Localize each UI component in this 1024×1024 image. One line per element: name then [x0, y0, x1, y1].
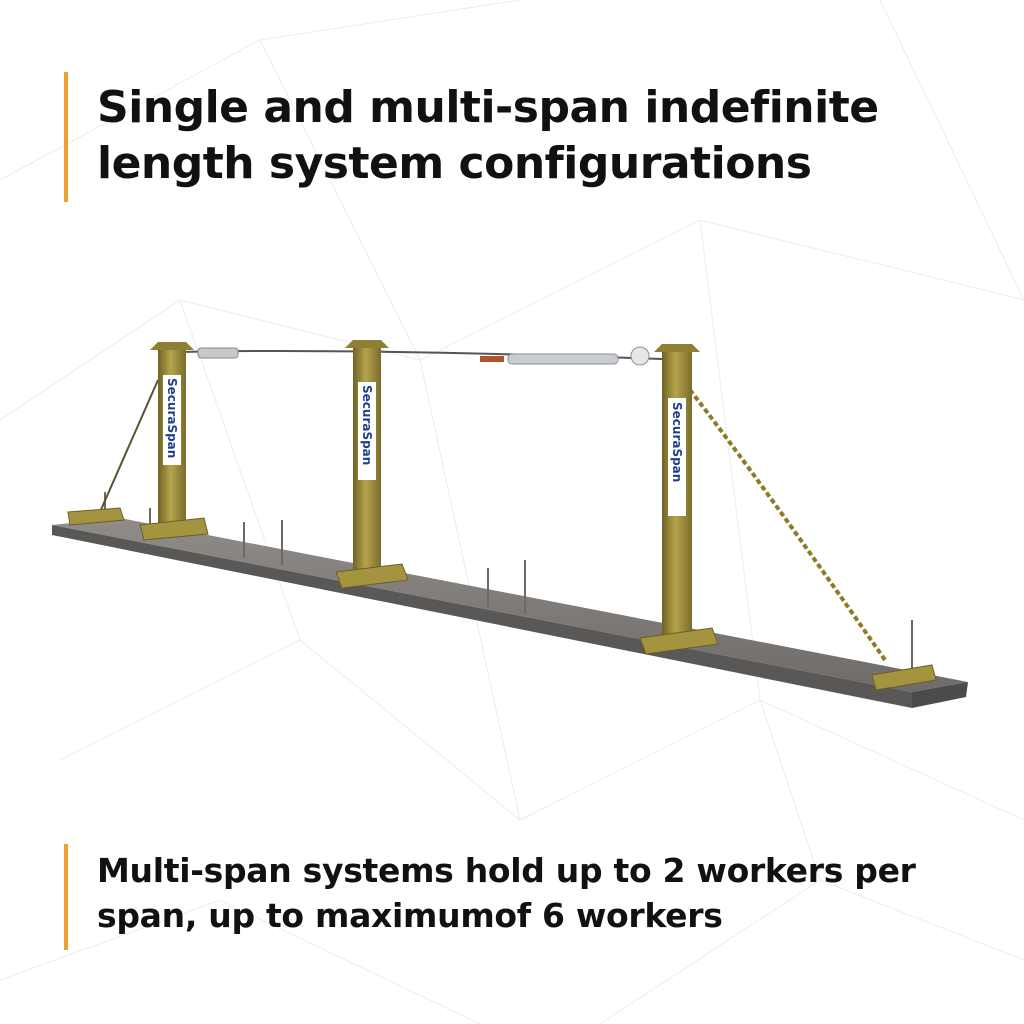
cable-fitting [480, 356, 504, 362]
end-connector [197, 347, 239, 359]
caption-line-1: Multi-span systems hold up to 2 workers … [97, 851, 916, 890]
headline-line-1: Single and multi-span indefinite [97, 82, 879, 133]
stanchion-2: SecuraSpan [335, 340, 409, 589]
steel-beam [52, 518, 968, 708]
left-anchor-plate [67, 507, 125, 526]
product-illustration: SecuraSpan SecuraSpan SecuraSpan [52, 340, 968, 708]
caption-line-2: span, up to maximumof 6 workers [97, 896, 723, 935]
anchor-chain [688, 388, 887, 662]
anchor-cable [99, 379, 159, 513]
headline: Single and multi-span indefinite length … [97, 80, 977, 192]
stanchion-1-brand-label: SecuraSpan [165, 378, 179, 458]
horizontal-lifeline-cable [179, 346, 691, 366]
headline-line-2: length system configurations [97, 138, 812, 189]
headline-accent-bar [64, 72, 68, 202]
stanchion-2-brand-label: SecuraSpan [360, 385, 374, 465]
cable-tensioner [630, 346, 650, 366]
right-anchor-plate [871, 664, 937, 691]
caption-accent-bar [64, 844, 68, 950]
caption: Multi-span systems hold up to 2 workers … [97, 848, 997, 938]
stanchion-1: SecuraSpan [139, 342, 209, 541]
turnbuckle [507, 353, 619, 365]
stanchion-3: SecuraSpan [639, 344, 719, 655]
stanchion-3-brand-label: SecuraSpan [670, 402, 684, 482]
beam-studs [104, 492, 913, 672]
